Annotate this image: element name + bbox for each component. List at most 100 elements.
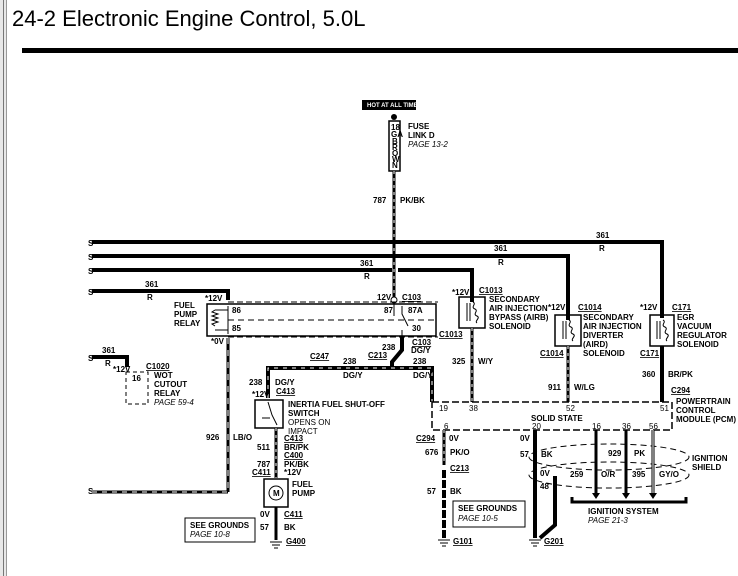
wire-361-airb-circuit: 361	[360, 259, 374, 268]
wire-238-relay-circuit: 238	[382, 343, 396, 352]
pcm-label-2: CONTROL	[676, 406, 716, 415]
motor-label: M	[273, 489, 280, 498]
ground-g101: G101	[453, 537, 473, 546]
pcm-pin-16: 16	[592, 422, 601, 431]
wire-361-aird-color: R	[498, 258, 504, 267]
pcm-label-1: POWERTRAIN	[676, 397, 731, 406]
wire-48-circuit: 48	[540, 482, 549, 491]
pcm-pin-19: 19	[439, 404, 448, 413]
page-title: 24-2 Electronic Engine Control, 5.0L	[12, 6, 366, 31]
wire-57-g101-circuit: 57	[427, 487, 436, 496]
wire-926-color: LB/O	[233, 433, 252, 442]
ignition-shield-label-1: IGNITION	[692, 454, 728, 463]
pcm-pin-20: 20	[532, 422, 541, 431]
pcm-v48: 0V	[540, 469, 550, 478]
wot-page: PAGE 59-4	[154, 398, 194, 407]
ignition-system-label: IGNITION SYSTEM	[588, 507, 659, 516]
aird-v: *12V	[548, 303, 566, 312]
see-grounds-b-page: PAGE 10-5	[458, 514, 498, 523]
connector-c413-top: C413	[276, 387, 296, 396]
inertia-label-2: SWITCH	[288, 409, 320, 418]
egr-label-1: EGR	[677, 313, 695, 322]
title-divider	[22, 48, 738, 53]
pump-label-2: PUMP	[292, 489, 316, 498]
see-grounds-box-a	[184, 517, 256, 543]
connector-c1014-top: C1014	[578, 303, 602, 312]
wire-238-relay-color: DG/Y	[411, 346, 431, 355]
pcm-v6: 0V	[449, 434, 459, 443]
power-label: HOT AT ALL TIMES	[367, 103, 422, 109]
inertia-v: *12V	[252, 390, 270, 399]
ground-g201: G201	[544, 537, 564, 546]
ground-icon	[438, 539, 450, 547]
pcm-v20: 0V	[520, 434, 530, 443]
pcm-pin-51: 51	[660, 404, 669, 413]
wire-238-d-color: DG/Y	[275, 378, 295, 387]
relay-coil-icon	[210, 309, 220, 327]
pcm-pin-6: 6	[444, 422, 449, 431]
airb-label-4: SOLENOID	[489, 322, 531, 331]
wire-361-wot	[92, 355, 129, 367]
egr-label-4: SOLENOID	[677, 340, 719, 349]
aird-label-4: (AIRD)	[583, 340, 608, 349]
fuel-pump-relay	[206, 303, 437, 337]
wire-238-b-circuit: 238	[343, 357, 357, 366]
ground-icon	[529, 539, 541, 547]
relay-pin-85: 85	[232, 324, 241, 333]
wire-787-circuit: 787	[373, 196, 387, 205]
egr-v: *12V	[640, 303, 658, 312]
connector-c213-bottom: C213	[450, 464, 470, 473]
splice-dot	[391, 114, 397, 120]
relay-v-top: *12V	[205, 294, 223, 303]
switch-icon	[262, 401, 278, 426]
wire-325-circuit: 325	[452, 357, 466, 366]
ignition-system-page: PAGE 21-3	[588, 516, 628, 525]
wire-395-circuit: 395	[632, 470, 646, 479]
pump-label-1: FUEL	[292, 480, 313, 489]
wire-57-g201-circuit: 57	[520, 450, 529, 459]
ground-g400: G400	[286, 537, 306, 546]
solenoid-coil-icon	[656, 319, 669, 342]
wire-57-pump-color: BK	[284, 523, 296, 532]
motor-icon	[268, 485, 284, 501]
wire-361-airb	[92, 268, 474, 302]
relay-label-2: PUMP	[174, 310, 198, 319]
solenoid-coil-icon	[562, 319, 575, 342]
wire-361-wot-color: R	[105, 359, 111, 368]
wire-361-relay	[92, 289, 230, 300]
wire-57-g201-color: BK	[541, 450, 553, 459]
pump-v-top: *12V	[284, 468, 302, 477]
wire-911-color: W/LG	[574, 383, 595, 392]
connector-c1014-bottom: C1014	[540, 349, 564, 358]
connector-c294-bottom: C294	[416, 434, 436, 443]
wire-511-circuit: 511	[257, 443, 270, 452]
wot-v: *12V	[113, 365, 131, 374]
airb-label-2: AIR INJECTION	[489, 304, 548, 313]
solenoid-coil-icon	[466, 301, 479, 324]
wot-label-2: CUTOUT	[154, 380, 187, 389]
see-grounds-box-b	[452, 500, 526, 528]
window-frame	[0, 0, 7, 576]
inertia-label-4: IMPACT	[288, 427, 318, 436]
wire-361-egr-color: R	[599, 244, 605, 253]
break-mark: S	[88, 239, 94, 248]
pcm-pin-56: 56	[649, 422, 658, 431]
wire-361-relay-color: R	[147, 293, 153, 302]
connector-c411-bottom: C411	[284, 510, 303, 519]
pcm-pin-52: 52	[566, 404, 575, 413]
aird-label-3: DIVERTER	[583, 331, 624, 340]
see-grounds-a: SEE GROUNDS	[190, 521, 250, 530]
see-grounds-b: SEE GROUNDS	[458, 504, 518, 513]
connector-c411-top: C411	[252, 468, 271, 477]
fuse-name2: LINK D	[408, 131, 435, 140]
connector-c171-top: C171	[672, 303, 692, 312]
wire-361-relay-circuit: 361	[145, 280, 159, 289]
egr-label-3: REGULATOR	[677, 331, 727, 340]
connector-c294-top: C294	[671, 386, 691, 395]
wire-511-color: BR/PK	[284, 443, 309, 452]
wire-360-circuit: 360	[642, 370, 656, 379]
connector-c413-bottom: C413	[284, 434, 304, 443]
break-mark: S	[88, 487, 94, 496]
airb-v: *12V	[452, 288, 470, 297]
